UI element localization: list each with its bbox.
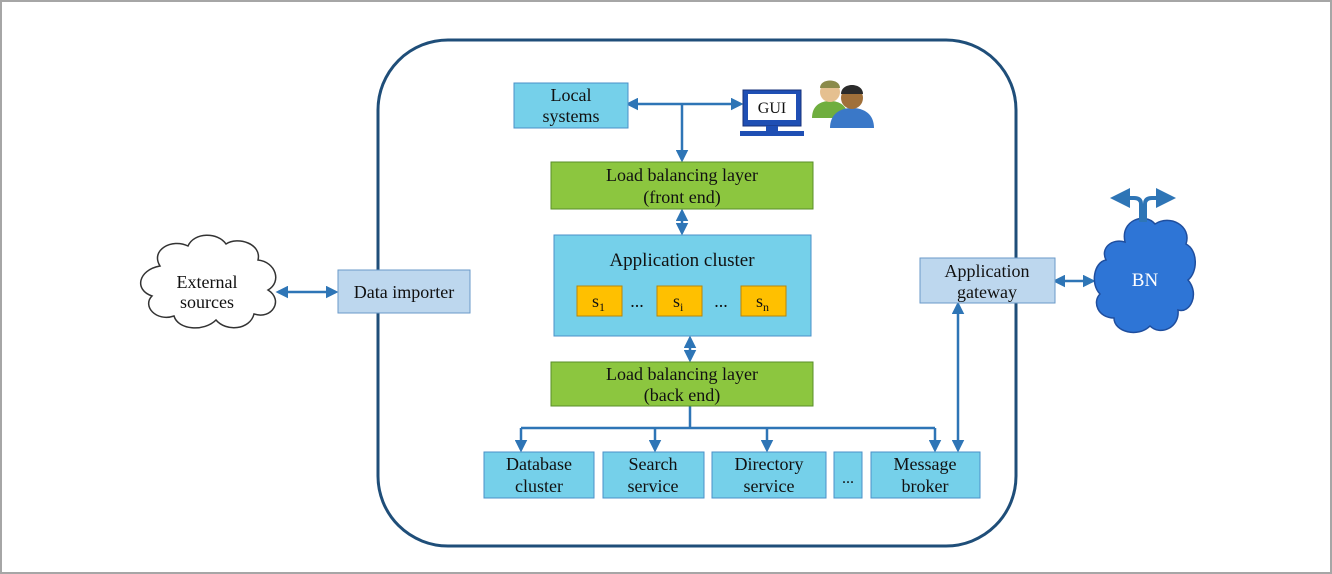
application-cluster-box: Application cluster s1 ... si ... sn <box>553 234 812 337</box>
directory-label-line1: Directory <box>735 454 804 474</box>
data-importer-label: Data importer <box>354 282 454 302</box>
lb-front-label-line1: Load balancing layer <box>606 165 758 185</box>
server-si <box>656 285 703 317</box>
users-icon <box>812 80 874 128</box>
broker-label-line1: Message <box>894 454 957 474</box>
gui-label: GUI <box>758 100 786 117</box>
database-label-line1: Database <box>506 454 572 474</box>
gateway-label-line1: Application <box>945 261 1030 281</box>
server-si-label: si <box>673 291 684 314</box>
broker-label-line2: broker <box>902 476 949 496</box>
server-ellipsis-1: ... <box>630 291 644 311</box>
application-cluster-label: Application cluster <box>609 250 755 271</box>
lb-back-label-line2: (back end) <box>644 385 720 406</box>
computer-monitor-icon <box>740 89 804 136</box>
directory-label-line2: service <box>744 476 795 496</box>
network-cloud-icon <box>1093 188 1196 334</box>
data-importer-box: Data importer <box>337 269 471 314</box>
external-sources-label-line1: External <box>177 272 238 292</box>
lb-back-label-line1: Load balancing layer <box>606 364 758 384</box>
database-cluster-box: Database cluster <box>483 451 595 499</box>
search-service-box: Search service <box>602 451 705 499</box>
directory-service-box: Directory service <box>711 451 827 499</box>
external-sources-label-line2: sources <box>180 292 234 312</box>
more-services-label: ... <box>842 470 854 487</box>
more-services-box: ... <box>833 451 863 499</box>
lb-back-box: Load balancing layer (back end) <box>550 361 814 407</box>
search-label-line2: service <box>628 476 679 496</box>
connectors <box>275 97 1096 453</box>
server-sn <box>740 285 787 317</box>
cloud-icon <box>140 234 277 329</box>
lb-front-box: Load balancing layer (front end) <box>550 161 814 210</box>
message-broker-box: Message broker <box>870 451 981 499</box>
server-s1-label: s1 <box>592 291 605 314</box>
local-systems-box: Local systems <box>513 82 629 129</box>
server-sn-label: sn <box>756 291 769 314</box>
application-gateway-box: Application gateway <box>919 257 1056 304</box>
server-s1 <box>576 285 623 317</box>
server-ellipsis-2: ... <box>714 291 728 311</box>
gateway-label-line2: gateway <box>957 282 1017 302</box>
database-label-line2: cluster <box>515 476 563 496</box>
local-systems-label-line1: Local <box>551 85 592 105</box>
search-label-line1: Search <box>629 454 678 474</box>
bn-label: BN <box>1132 270 1159 291</box>
local-systems-label-line2: systems <box>542 106 599 126</box>
lb-front-label-line2: (front end) <box>643 187 720 208</box>
